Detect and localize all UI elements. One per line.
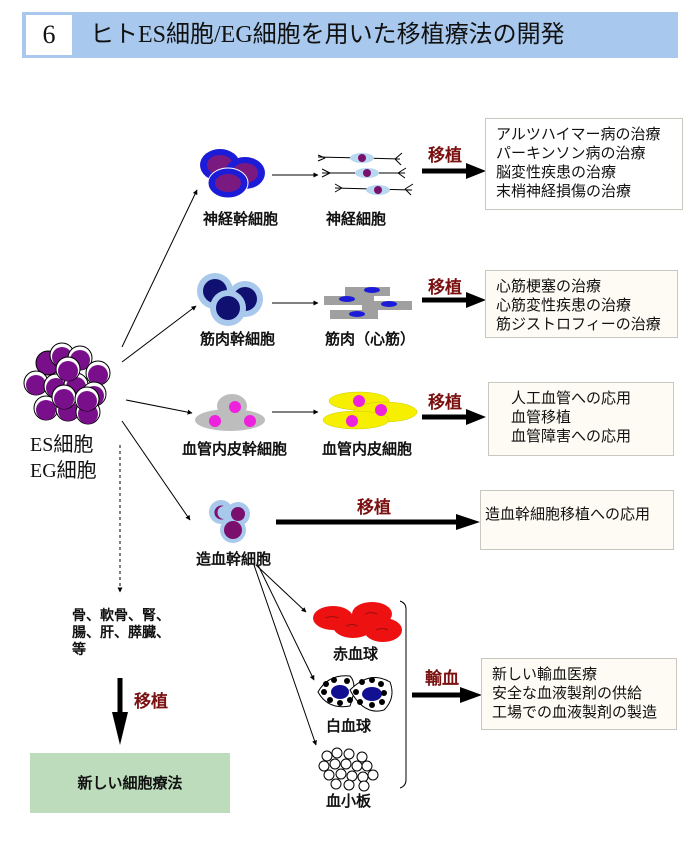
hematopoietic-stem-cell-icon: [209, 500, 250, 543]
endothelial-cell-icon: [322, 391, 418, 430]
es-cell-label: ES細胞: [30, 434, 94, 456]
application-item: 血管移植: [511, 408, 572, 426]
muscle-stem-cell-icon: [197, 273, 263, 326]
muscle-applications-box: 心筋梗塞の治療 心筋変性疾患の治療 筋ジストロフィーの治療: [485, 270, 678, 338]
new-cell-therapy-box: 新しい細胞療法: [30, 753, 230, 813]
blood-bracket: [399, 600, 407, 789]
arrow-to-muscle: [121, 305, 197, 363]
endothelial-cell-label: 血管内皮細胞: [322, 440, 413, 458]
white-blood-cell-icon: [317, 675, 393, 712]
eg-cell-label: EG細胞: [30, 460, 97, 482]
neural-stem-cell-icon: [200, 149, 265, 199]
endothelial-stem-cell-icon: [195, 394, 265, 431]
organs-line: 骨、軟骨、腎、: [72, 608, 170, 624]
blood-branch-arrows: [253, 564, 317, 746]
cardiac-muscle-label: 筋肉（心筋）: [325, 330, 416, 348]
platelet-label: 血小板: [326, 792, 372, 810]
organs-list: 骨、軟骨、腎、 腸、肝、膵臓、 等: [72, 608, 170, 659]
application-item: 新しい輸血医療: [492, 665, 598, 683]
application-item: パーキンソン病の治療: [496, 144, 646, 162]
neuron-icon: [317, 152, 414, 196]
application-item: 安全な血液製剤の供給: [492, 684, 643, 702]
application-item: 人工血管への応用: [511, 389, 632, 407]
transplant-label-neural: 移植: [428, 146, 462, 166]
organs-line: 腸、肝、膵臓、: [72, 625, 170, 641]
transplant-label-muscle: 移植: [428, 278, 462, 298]
red-blood-cell-label: 赤血球: [333, 645, 379, 663]
branch-arrows: [117, 189, 198, 593]
application-item: 心筋変性疾患の治療: [496, 296, 632, 314]
transplant-arrows: [112, 163, 486, 745]
transfusion-label: 輸血: [425, 669, 459, 689]
application-item: 工場での血液製剤の製造: [492, 703, 658, 721]
page-title: ヒトES細胞/EG細胞を用いた移植療法の開発: [90, 22, 565, 48]
hematopoietic-applications-box: 造血幹細胞移植への応用: [480, 490, 674, 550]
endothelial-stem-cell-label: 血管内皮幹細胞: [182, 440, 288, 458]
arrow-to-hematopoietic: [121, 420, 191, 521]
transplant-label-endothelial: 移植: [428, 393, 462, 413]
section-number: 6: [26, 15, 72, 55]
application-item: 末梢神経損傷の治療: [496, 182, 632, 200]
hematopoietic-stem-cell-label: 造血幹細胞: [196, 550, 272, 568]
organs-line: 等: [72, 642, 86, 658]
title-banner: [22, 12, 678, 58]
neuron-label: 神経細胞: [326, 210, 387, 228]
white-blood-cell-label: 白血球: [326, 717, 372, 735]
application-item: 心筋梗塞の治療: [496, 277, 602, 295]
red-blood-cell-icon: [313, 602, 402, 642]
cardiac-muscle-icon: [324, 287, 412, 319]
transplant-label-organs: 移植: [134, 692, 168, 712]
endothelial-applications-box: 人工血管への応用 血管移植 血管障害への応用: [488, 382, 674, 456]
es-cell-cluster-icon: [23, 342, 111, 425]
arrow-to-endothelial: [125, 399, 193, 415]
application-item: 血管障害への応用: [511, 427, 632, 445]
neural-stem-cell-label: 神経幹細胞: [203, 210, 279, 228]
platelet-icon: [318, 747, 379, 792]
application-item: アルツハイマー病の治療: [496, 125, 661, 143]
transfusion-applications-box: 新しい輸血医療 安全な血液製剤の供給 工場での血液製剤の製造: [481, 658, 677, 730]
arrow-to-neural: [121, 189, 198, 348]
application-item: 脳変性疾患の治療: [496, 163, 617, 181]
muscle-stem-cell-label: 筋肉幹細胞: [200, 330, 276, 348]
neural-applications-box: アルツハイマー病の治療 パーキンソン病の治療 脳変性疾患の治療 末梢神経損傷の治…: [485, 118, 683, 210]
application-item: 造血幹細胞移植への応用: [485, 505, 651, 523]
transplant-label-hematopoietic: 移植: [357, 498, 391, 518]
application-item: 筋ジストロフィーの治療: [496, 315, 661, 333]
